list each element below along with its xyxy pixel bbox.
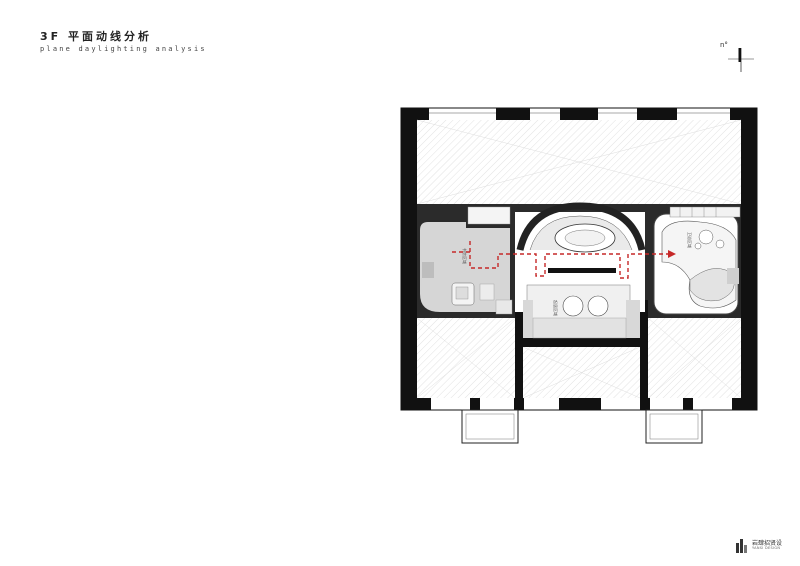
north-arrow-icon: n° [720, 41, 754, 72]
circulation-arrow-icon [668, 250, 676, 258]
brand-tagline: YANSI DESIGN [752, 546, 781, 550]
center-room-label: 起居区域 [553, 300, 559, 316]
right-room-label: 卫浴区域 [687, 232, 693, 248]
page-subtitle: plane daylighting analysis [40, 45, 207, 53]
left-room: 书房区域 [420, 206, 513, 315]
circulation-path [452, 240, 668, 279]
compass-label: n° [720, 41, 728, 49]
balconies [461, 409, 703, 444]
brand-name: 岩肆招贤设 [752, 540, 783, 547]
logo-icon [736, 539, 747, 553]
center-room: 起居区域 [515, 202, 646, 339]
hatched-zones [416, 119, 742, 399]
right-room: 卫浴区域 [653, 206, 741, 315]
page-title: 3F 平面动线分析 [40, 30, 152, 43]
left-room-label: 书房区域 [462, 248, 468, 264]
brand-logo: 岩肆招贤设 YANSI DESIGN [736, 538, 796, 554]
